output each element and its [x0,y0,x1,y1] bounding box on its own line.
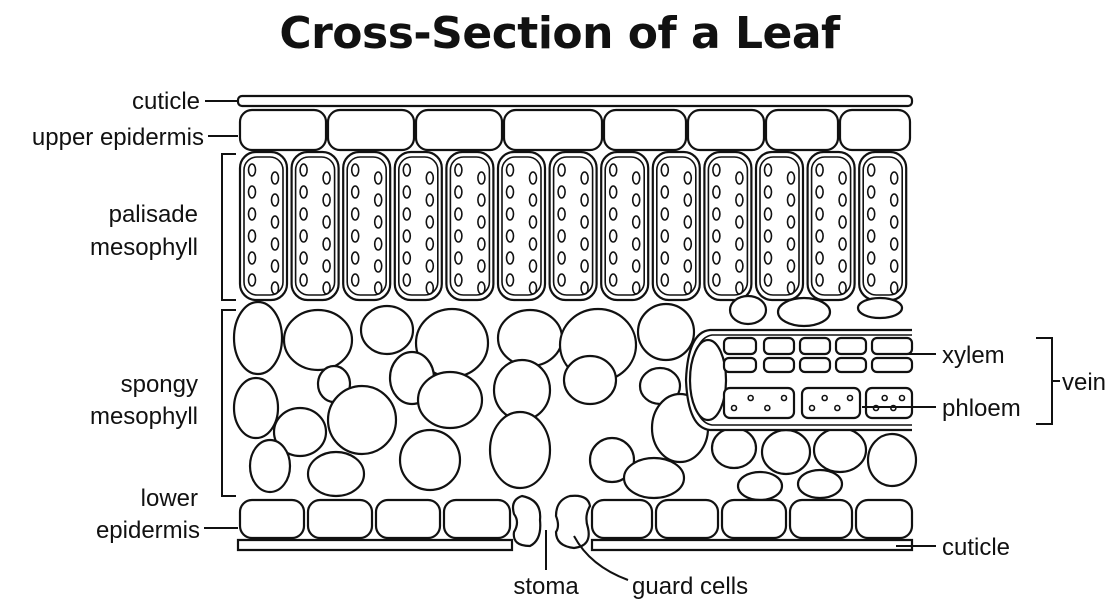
palisade-cell [292,152,339,300]
palisade-cell [550,152,597,300]
spongy-cell [564,356,616,404]
label-lower-epidermis: epidermis [96,517,200,544]
phloem-cell [724,388,794,418]
spongy-cell [712,428,756,468]
palisade-cell [240,152,287,300]
epidermis-cell [376,500,440,538]
spongy-cell [234,378,278,438]
palisade-cell [498,152,545,300]
epidermis-cell [416,110,502,150]
upper-epidermis [240,110,910,150]
palisade-cell [395,152,442,300]
palisade-cell [756,152,803,300]
spongy-cell [868,434,916,486]
epidermis-cell [308,500,372,538]
label-palisade-mesophyll: mesophyll [90,234,198,261]
spongy-cell [328,386,396,454]
spongy-cell [814,428,866,472]
label-palisade: palisade [109,201,198,228]
epidermis-cell [790,500,852,538]
xylem-cell [764,358,794,372]
epidermis-cell [856,500,912,538]
palisade-cell [704,152,751,300]
guard-cells [513,496,590,548]
spongy-cell [400,430,460,490]
spongy-cell [418,372,482,428]
label-cuticle-top: cuticle [132,88,200,115]
spongy-cell [730,296,766,324]
epidermis-cell [688,110,764,150]
epidermis-cell [240,110,326,150]
epidermis-cell [656,500,718,538]
label-spongy: spongy [121,371,198,398]
spongy-cell [234,302,282,374]
epidermis-cell [444,500,510,538]
label-guard-cells: guard cells [632,573,748,600]
spongy-cell [490,412,550,488]
phloem [724,388,912,418]
palisade-cell [343,152,390,300]
spongy-cell [638,304,694,360]
label-upper-epidermis: upper epidermis [32,124,204,151]
xylem-cell [800,338,830,354]
label-xylem: xylem [942,342,1005,369]
palisade-cell [601,152,648,300]
spongy-cell [738,472,782,500]
spongy-cell [798,470,842,498]
epidermis-cell [240,500,304,538]
palisade-cell [446,152,493,300]
label-spongy-mesophyll: mesophyll [90,403,198,430]
spongy-cell [858,298,902,318]
label-phloem: phloem [942,395,1021,422]
phloem-cell [866,388,912,418]
phloem-cell [802,388,860,418]
xylem-cell [872,358,912,372]
spongy-cell [778,298,830,326]
spongy-cell [361,306,413,354]
xylem-cell [836,338,866,354]
spongy-cell [284,310,352,370]
palisade-cell [859,152,906,300]
upper-cuticle [238,96,912,106]
spongy-cell [624,458,684,498]
epidermis-cell [604,110,686,150]
xylem-cell [836,358,866,372]
spongy-cell [250,440,290,492]
vein [686,330,912,430]
spongy-cell [308,452,364,496]
xylem-cell [800,358,830,372]
epidermis-cell [766,110,838,150]
label-cuticle-bottom: cuticle [942,534,1010,561]
xylem-cell [764,338,794,354]
xylem-cell [724,338,756,354]
label-stoma: stoma [513,573,579,600]
spongy-cell [762,430,810,474]
epidermis-cell [504,110,602,150]
palisade-cell [653,152,700,300]
epidermis-cell [722,500,786,538]
lower-cuticle [238,540,512,550]
xylem-cell [724,358,756,372]
label-lower: lower [141,485,198,512]
palisade-cell [808,152,855,300]
epidermis-cell [592,500,652,538]
epidermis-cell [328,110,414,150]
label-vein: vein [1062,369,1106,396]
spongy-cell [498,310,562,366]
xylem-cell [872,338,912,354]
epidermis-cell [840,110,910,150]
palisade-mesophyll [240,152,906,300]
